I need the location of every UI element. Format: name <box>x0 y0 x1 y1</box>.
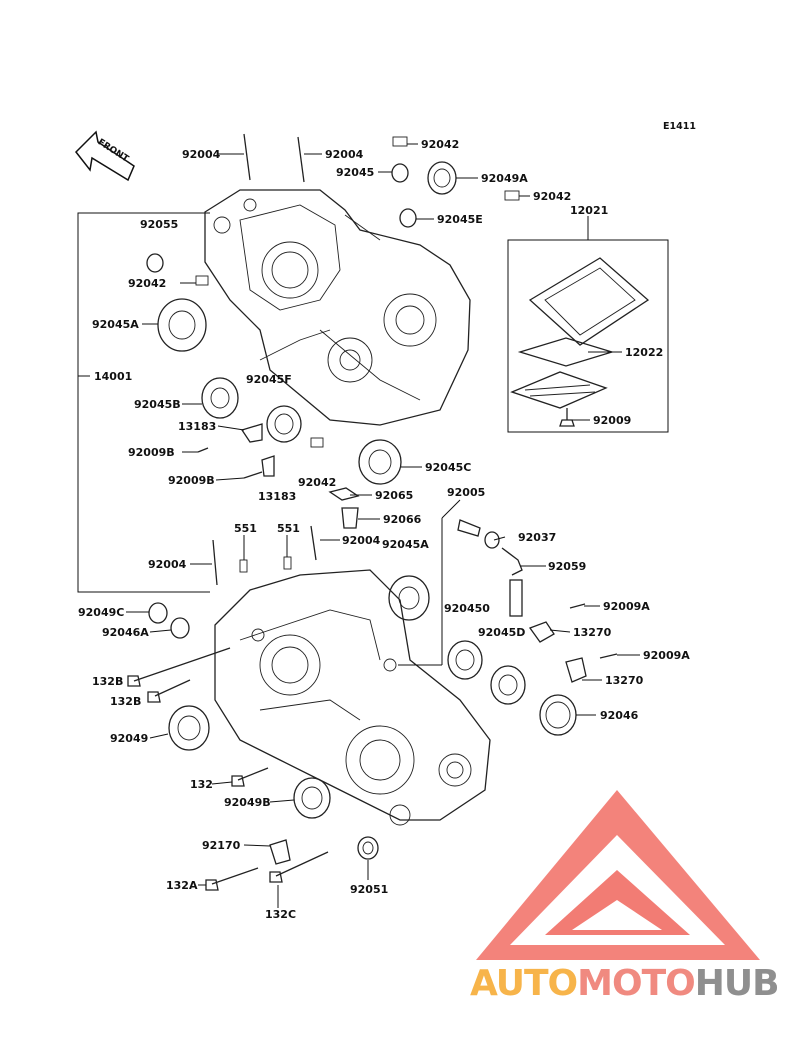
label-13183-top: 13183 <box>178 420 216 433</box>
label-12022: 12022 <box>625 346 663 359</box>
label-132A: 132A <box>166 879 198 892</box>
label-132C: 132C <box>265 908 296 921</box>
bearings <box>146 161 577 860</box>
label-92045A-top: 92045A <box>92 318 139 331</box>
watermark-part-moto: MOTO <box>577 963 695 1004</box>
leader-lines <box>126 143 640 908</box>
label-551-right: 551 <box>277 522 300 535</box>
reed-valve-box <box>507 216 669 433</box>
label-92045-top: 92045 <box>336 166 374 179</box>
label-92045D: 92045D <box>478 626 525 639</box>
diagram-code: E1411 <box>663 121 696 132</box>
part-labels: 92004 92004 92042 92045 92049A 92042 120… <box>78 138 690 921</box>
studs-and-bolts <box>127 133 618 891</box>
label-92009B-bottom: 92009B <box>168 474 215 487</box>
svg-text:AUTOMOTOHUB: AUTOMOTOHUB <box>470 963 779 1004</box>
label-92045B: 92045B <box>134 398 181 411</box>
label-92059: 92059 <box>548 560 586 573</box>
label-92045F: 92045F <box>246 373 292 386</box>
assembly-bracket <box>77 212 210 593</box>
label-92042-top: 92042 <box>421 138 459 151</box>
label-92009A-top: 92009A <box>603 600 650 613</box>
watermark-part-auto: AUTO <box>470 963 577 1004</box>
label-132: 132 <box>190 778 213 791</box>
label-92045C: 92045C <box>425 461 471 474</box>
label-92005: 92005 <box>447 486 485 499</box>
label-92049A: 92049A <box>481 172 528 185</box>
label-92009A-bottom: 92009A <box>643 649 690 662</box>
label-92004-top-right: 92004 <box>325 148 364 161</box>
label-92004-left: 92004 <box>148 558 187 571</box>
watermark-logo: AUTOMOTOHUB <box>470 790 780 1004</box>
label-92065: 92065 <box>375 489 413 502</box>
label-92004-center: 92004 <box>342 534 381 547</box>
label-92042-left: 92042 <box>128 277 166 290</box>
label-92046A: 92046A <box>102 626 149 639</box>
label-92049C: 92049C <box>78 606 124 619</box>
label-92042-center: 92042 <box>298 476 336 489</box>
watermark-part-hub: HUB <box>695 963 779 1004</box>
label-92009: 92009 <box>593 414 631 427</box>
label-92004-top-left: 92004 <box>182 148 221 161</box>
front-arrow-icon: FRONT <box>75 130 135 182</box>
label-92049B: 92049B <box>224 796 271 809</box>
label-14001: 14001 <box>94 370 132 383</box>
label-92049: 92049 <box>110 732 148 745</box>
label-132B-top: 132B <box>92 675 123 688</box>
label-551-left: 551 <box>234 522 257 535</box>
label-92037: 92037 <box>518 531 556 544</box>
label-132B-bottom: 132B <box>110 695 141 708</box>
label-92066: 92066 <box>383 513 422 526</box>
label-92046: 92046 <box>600 709 639 722</box>
label-920450: 920450 <box>444 602 490 615</box>
label-92170: 92170 <box>202 839 241 852</box>
label-13270-top: 13270 <box>573 626 612 639</box>
label-12021: 12021 <box>570 204 608 217</box>
label-92042-right: 92042 <box>533 190 571 203</box>
label-92051: 92051 <box>350 883 388 896</box>
label-13183-bottom: 13183 <box>258 490 296 503</box>
lower-crankcase <box>214 569 491 826</box>
label-13270-bottom: 13270 <box>605 674 644 687</box>
label-92045A-mid: 92045A <box>382 538 429 551</box>
label-92045E: 92045E <box>437 213 483 226</box>
label-92055: 92055 <box>140 218 178 231</box>
label-92009B-top: 92009B <box>128 446 175 459</box>
upper-crankcase <box>204 189 471 426</box>
